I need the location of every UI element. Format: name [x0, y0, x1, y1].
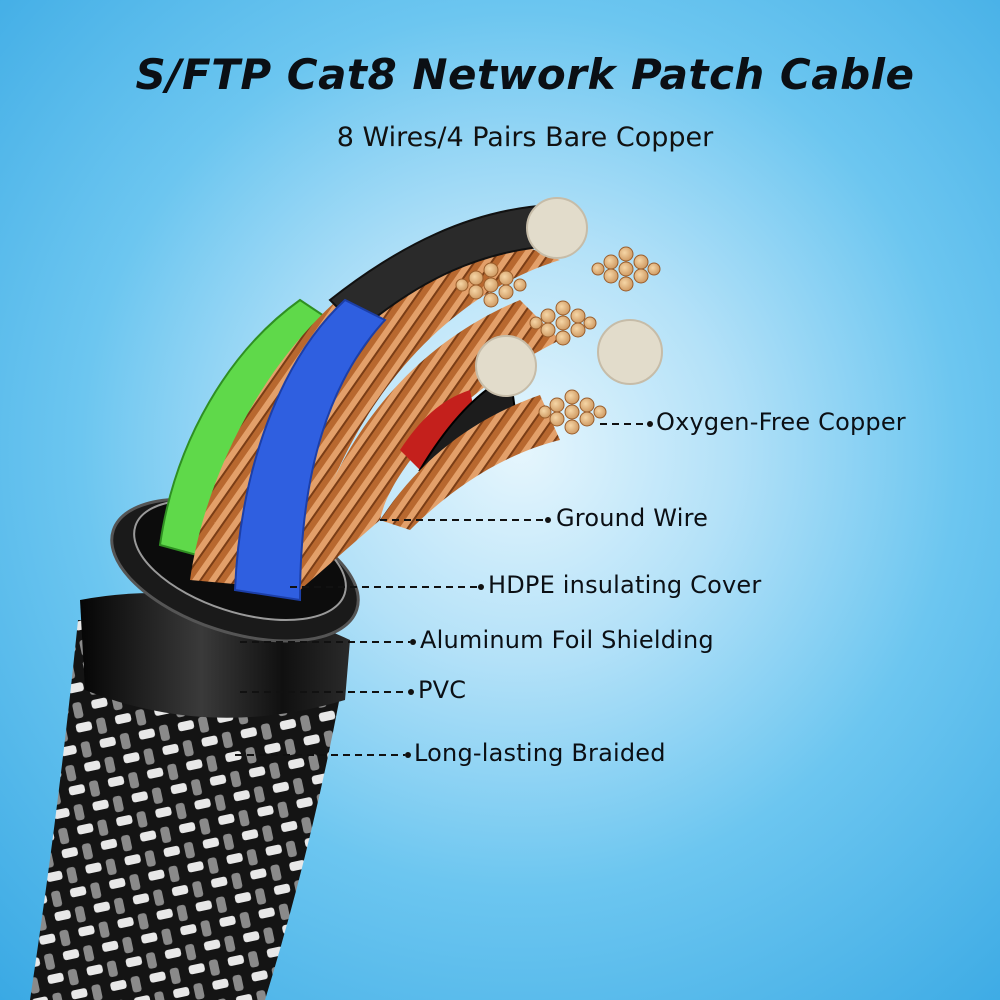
leader-lines — [235, 423, 648, 756]
callout-pvc: PVC — [418, 676, 467, 704]
callout-oxygen-free-copper: Oxygen-Free Copper — [656, 408, 906, 436]
blue-pair — [233, 298, 387, 602]
callout-ground-wire: Ground Wire — [556, 504, 709, 532]
page-title: S/FTP Cat8 Network Patch Cable — [135, 50, 915, 99]
leader-dots — [405, 421, 653, 758]
callout-aluminum-foil-shielding: Aluminum Foil Shielding — [420, 626, 714, 654]
copper-twist-lower — [380, 395, 560, 530]
callout-hdpe-insulating-cover: HDPE insulating Cover — [488, 571, 762, 599]
page-subtitle: 8 Wires/4 Pairs Bare Copper — [336, 122, 714, 153]
red-wire — [400, 390, 480, 480]
callout-long-lasting-braided: Long-lasting Braided — [414, 739, 666, 767]
conductor-ends — [455, 197, 663, 435]
